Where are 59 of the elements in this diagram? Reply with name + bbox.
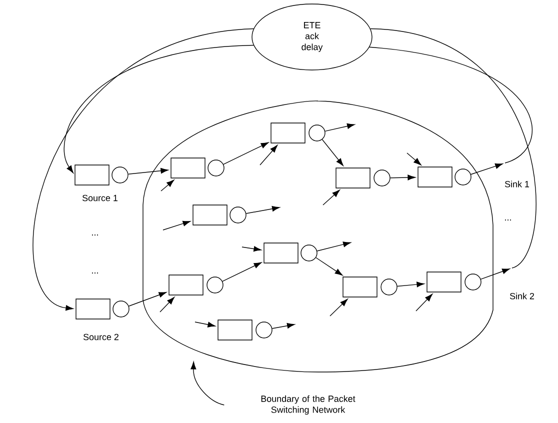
- queue-box: [192, 204, 228, 226]
- server-circle: [206, 276, 224, 294]
- server-circle: [256, 322, 272, 338]
- arrow: [33, 28, 254, 311]
- server-circle: [374, 170, 390, 186]
- arrow: [162, 220, 191, 230]
- queue-box: [170, 158, 206, 178]
- arrow: [324, 123, 355, 132]
- sink-label: Sink 2: [510, 292, 534, 300]
- arrow: [390, 174, 416, 180]
- queue-box: [418, 166, 452, 188]
- arrow: [160, 296, 175, 312]
- arrow: [406, 152, 422, 166]
- queue-box: [342, 276, 378, 298]
- arrow: [194, 322, 216, 328]
- arrow: [128, 168, 168, 174]
- arrow: [416, 294, 433, 312]
- queue-box: [168, 274, 204, 296]
- source-label: Source 2: [83, 334, 118, 340]
- boundary-label: Boundary of the Packet Switching Network: [261, 395, 356, 415]
- queue-box: [74, 164, 110, 186]
- server-circle: [454, 168, 472, 186]
- server-circle: [112, 166, 128, 184]
- arrow: [223, 142, 269, 165]
- server-circle: [230, 206, 246, 224]
- arrow: [160, 180, 174, 192]
- arrow: [316, 242, 351, 252]
- arrow: [64, 44, 254, 174]
- server-circle: [300, 244, 318, 262]
- arrow: [222, 262, 262, 282]
- server-circle: [208, 160, 224, 176]
- arrow: [272, 323, 295, 329]
- arrow: [242, 246, 262, 252]
- arrow: [260, 144, 278, 166]
- arrow: [316, 257, 343, 276]
- queue-box: [270, 122, 306, 144]
- arrow: [246, 206, 280, 214]
- leader-line: [190, 362, 224, 406]
- queue-box: [76, 298, 110, 320]
- ellipsis: ...: [92, 272, 98, 274]
- queue-box: [264, 242, 298, 264]
- arrow: [322, 139, 344, 166]
- arrow: [480, 268, 510, 280]
- queue-box: [426, 272, 462, 292]
- arrow: [128, 292, 167, 306]
- arrow: [322, 190, 340, 206]
- server-circle: [308, 124, 326, 142]
- sink-label: Sink 1: [504, 180, 530, 188]
- arrow: [470, 163, 503, 175]
- network-boundary: [142, 100, 494, 372]
- server-circle: [112, 300, 130, 318]
- queue-box: [218, 320, 252, 340]
- server-circle: [464, 274, 482, 290]
- source-label: Source 1: [82, 194, 118, 202]
- arrow: [330, 298, 348, 316]
- ellipsis: ...: [92, 234, 98, 236]
- arrow: [396, 282, 424, 288]
- queue-box: [336, 168, 370, 188]
- server-circle: [380, 278, 398, 296]
